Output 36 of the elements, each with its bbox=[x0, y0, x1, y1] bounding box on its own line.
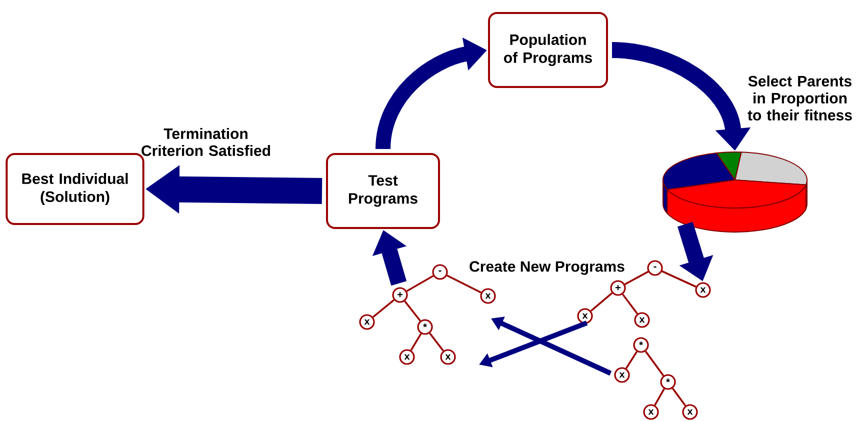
tree-node: * bbox=[660, 374, 676, 390]
tree-node: x bbox=[399, 349, 415, 365]
tree-branch bbox=[662, 270, 696, 288]
tree-node: * bbox=[633, 337, 649, 353]
tree-branch bbox=[429, 332, 444, 352]
tree-node: x bbox=[643, 404, 659, 420]
tree-node: x bbox=[480, 288, 496, 304]
tree-node: x bbox=[695, 282, 711, 298]
tree-node: + bbox=[392, 287, 408, 303]
tree-branch bbox=[672, 388, 686, 406]
tree-node: x bbox=[359, 314, 375, 330]
tree-node: x bbox=[634, 312, 650, 328]
tree-branch bbox=[644, 350, 664, 376]
tree-node: x bbox=[440, 349, 456, 365]
tree-node: + bbox=[610, 280, 626, 296]
tree-node: - bbox=[647, 260, 663, 276]
edge-label: Termination Criterion Satisfied bbox=[142, 128, 270, 156]
tree-branch bbox=[406, 275, 434, 292]
tree-branch bbox=[446, 274, 482, 294]
tree-node: - bbox=[432, 264, 448, 280]
tree-branch bbox=[625, 351, 638, 369]
tree-branch bbox=[404, 300, 421, 322]
tree-branch bbox=[654, 388, 665, 406]
process-box: Test Programs bbox=[326, 153, 440, 229]
edge-label: Select Parents in Proportion to their fitness bbox=[748, 76, 852, 120]
tree-branch bbox=[622, 294, 638, 314]
tree-node: * bbox=[417, 319, 433, 335]
process-box: Population of Programs bbox=[488, 12, 608, 88]
tree-branch bbox=[410, 333, 422, 351]
step-label: Create New Programs bbox=[470, 261, 624, 275]
tree-node: x bbox=[614, 367, 630, 383]
tree-branch bbox=[590, 292, 613, 312]
tree-branch bbox=[624, 270, 649, 286]
tree-node: x bbox=[682, 404, 698, 420]
picture bbox=[662, 152, 808, 232]
tree-branch bbox=[372, 299, 395, 318]
